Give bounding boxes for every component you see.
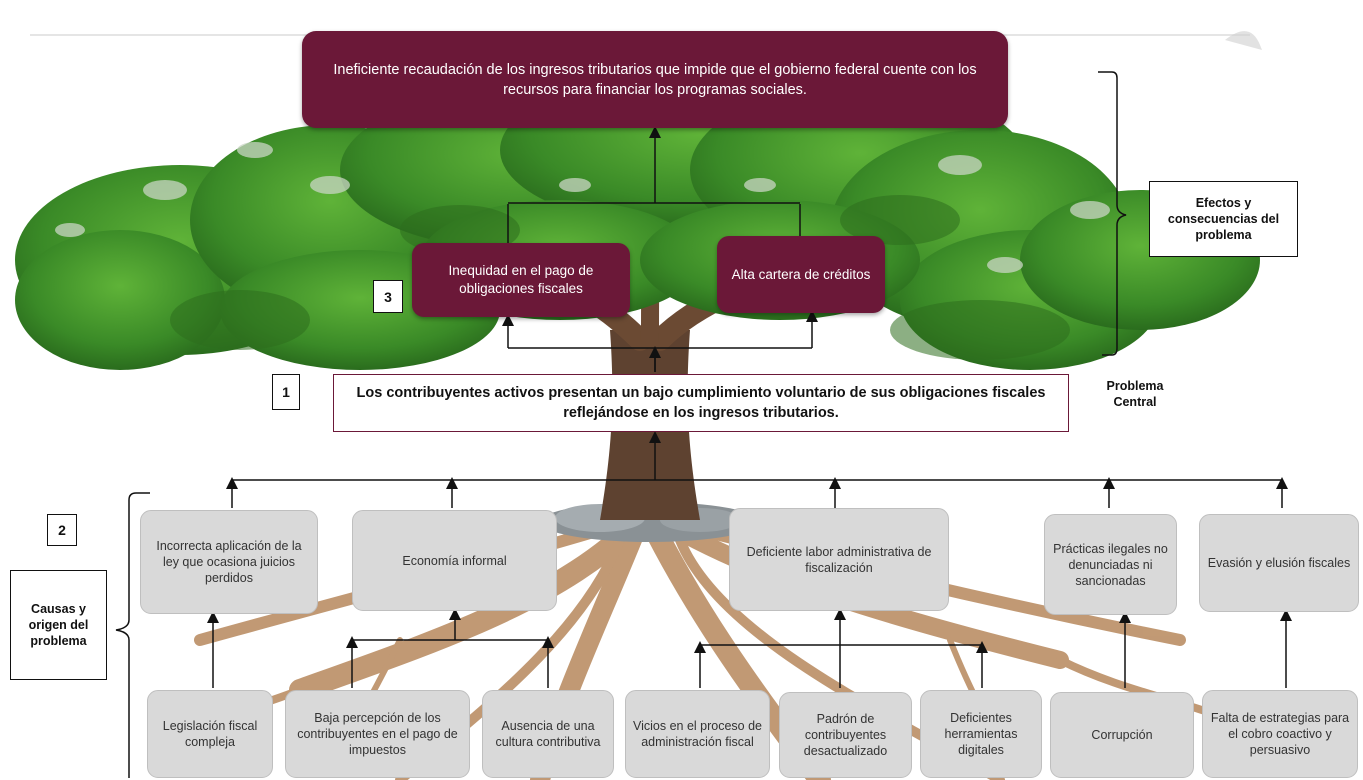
causes-label-box: Causas y origen del problema (10, 570, 107, 680)
cause-evasion-text: Evasión y elusión fiscales (1207, 556, 1351, 570)
cause-law-text: Incorrecta aplicación de la ley que ocas… (156, 539, 302, 585)
effects-label-text: Efectos y consecuencias del problema (1167, 196, 1280, 242)
root-digital-text: Deficientes herramientas digitales (944, 711, 1018, 757)
marker-3-text: 3 (384, 288, 392, 305)
root-legislation-box: Legislación fiscal compleja (147, 690, 273, 778)
central-problem-text: Los contribuyentes activos presentan un … (356, 385, 1046, 421)
marker-2: 2 (47, 514, 77, 546)
marker-3: 3 (373, 280, 403, 313)
effects-brace (1098, 71, 1127, 356)
cause-informal-text: Economía informal (402, 553, 507, 568)
effects-label-box: Efectos y consecuencias del problema (1149, 181, 1298, 257)
root-corruption-box: Corrupción (1050, 692, 1194, 778)
root-legislation-text: Legislación fiscal compleja (162, 719, 258, 749)
cause-illegal-box: Prácticas ilegales no denunciadas ni san… (1044, 514, 1177, 615)
central-label-text: Problema Central (1106, 379, 1164, 409)
effect-portfolio-box: Alta cartera de créditos (717, 236, 885, 313)
cause-admin-text: Deficiente labor administrativa de fisca… (746, 544, 932, 575)
effect-main-text: Ineficiente recaudación de los ingresos … (333, 61, 977, 98)
root-strategies-box: Falta de estrategias para el cobro coact… (1202, 690, 1358, 778)
effect-inequity-text: Inequidad en el pago de obligaciones fis… (448, 263, 594, 296)
root-perception-box: Baja percepción de los contribuyentes en… (285, 690, 470, 778)
cause-admin-box: Deficiente labor administrativa de fisca… (729, 508, 949, 611)
cause-illegal-text: Prácticas ilegales no denunciadas ni san… (1053, 541, 1168, 588)
cause-informal-box: Economía informal (352, 510, 557, 611)
root-culture-box: Ausencia de una cultura contributiva (482, 690, 614, 778)
root-strategies-text: Falta de estrategias para el cobro coact… (1210, 711, 1350, 757)
causes-brace (115, 492, 150, 778)
root-vices-text: Vicios en el proceso de administración f… (632, 719, 763, 749)
root-perception-text: Baja percepción de los contribuyentes en… (297, 711, 458, 757)
effect-inequity-box: Inequidad en el pago de obligaciones fis… (412, 243, 630, 317)
central-problem-box: Los contribuyentes activos presentan un … (333, 374, 1069, 432)
central-label: Problema Central (1096, 372, 1174, 416)
root-registry-box: Padrón de contribuyentes desactualizado (779, 692, 912, 778)
marker-1: 1 (272, 374, 300, 410)
cause-evasion-box: Evasión y elusión fiscales (1199, 514, 1359, 612)
effect-main-box: Ineficiente recaudación de los ingresos … (302, 31, 1008, 128)
root-corruption-text: Corrupción (1091, 728, 1153, 742)
root-vices-box: Vicios en el proceso de administración f… (625, 690, 770, 778)
causes-label-text: Causas y origen del problema (28, 602, 89, 648)
marker-2-text: 2 (58, 522, 66, 538)
cause-law-box: Incorrecta aplicación de la ley que ocas… (140, 510, 318, 614)
root-registry-text: Padrón de contribuyentes desactualizado (803, 712, 888, 758)
root-culture-text: Ausencia de una cultura contributiva (495, 719, 601, 749)
root-digital-box: Deficientes herramientas digitales (920, 690, 1042, 778)
effect-portfolio-text: Alta cartera de créditos (731, 266, 871, 282)
marker-1-text: 1 (282, 384, 290, 400)
